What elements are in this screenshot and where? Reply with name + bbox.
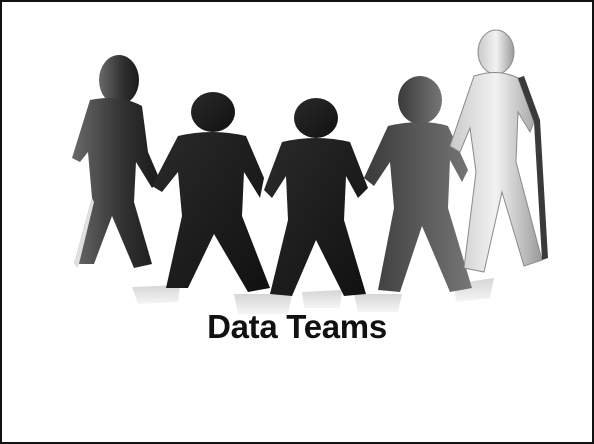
person-figure-4 bbox=[364, 76, 472, 292]
floor-reflection bbox=[132, 278, 494, 314]
person-figure-2 bbox=[152, 92, 270, 292]
slide-title: Data Teams bbox=[207, 308, 387, 345]
person-figure-5 bbox=[449, 29, 548, 273]
person-figure-3 bbox=[264, 98, 368, 296]
person-figure-1 bbox=[72, 55, 160, 268]
